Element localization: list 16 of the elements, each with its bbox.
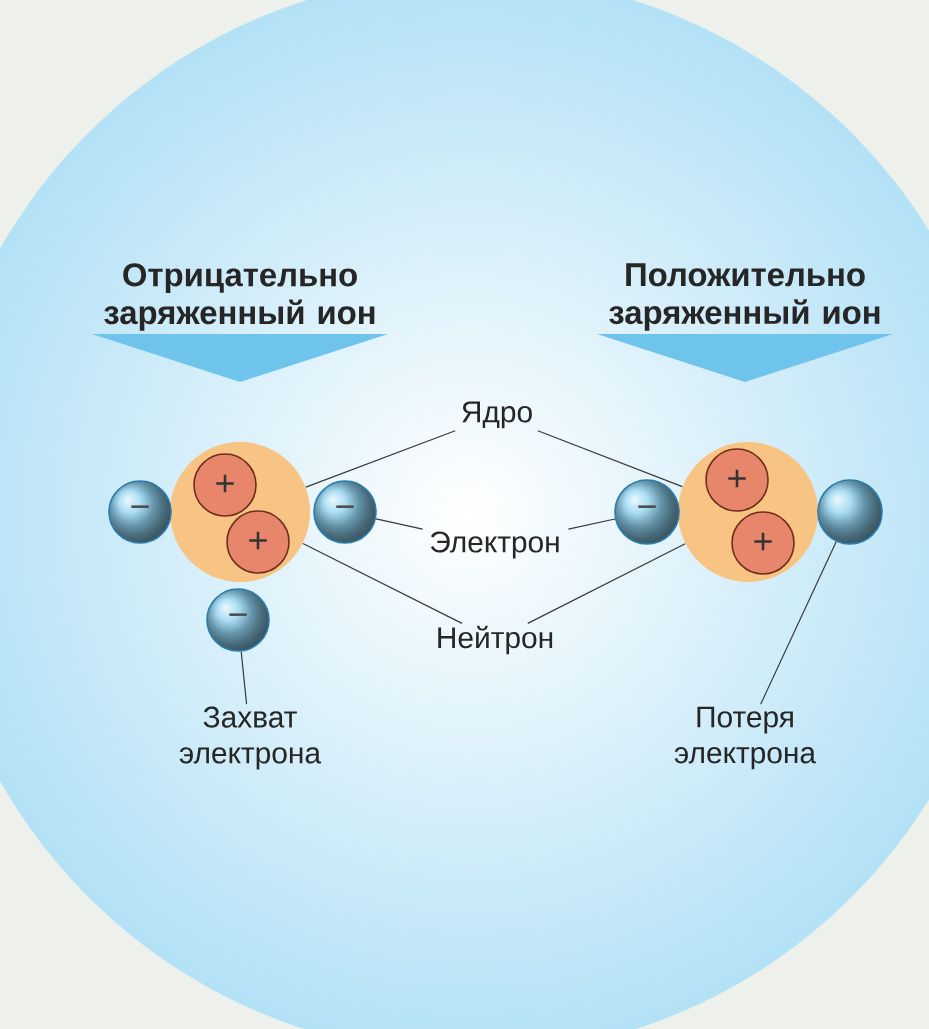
callout-label: Электрон — [430, 531, 559, 559]
leader-line — [375, 518, 424, 530]
ion-heading: Положительно заряженный ион — [597, 263, 893, 382]
leader-line — [305, 430, 456, 488]
leader-line — [760, 541, 837, 705]
leader-line — [240, 651, 248, 705]
leader-line — [302, 543, 463, 624]
ion-heading: Отрицательно заряженный ион — [92, 263, 388, 382]
callout-label: Ядро — [462, 401, 532, 429]
electron-circle — [817, 479, 883, 545]
leader-line — [527, 543, 686, 624]
leader-line — [537, 430, 683, 488]
callout-label: Захват электрона — [179, 706, 322, 770]
leader-line — [567, 518, 616, 530]
callout-label: Нейтрон — [438, 625, 553, 655]
callout-label: Потеря электрона — [674, 706, 817, 770]
